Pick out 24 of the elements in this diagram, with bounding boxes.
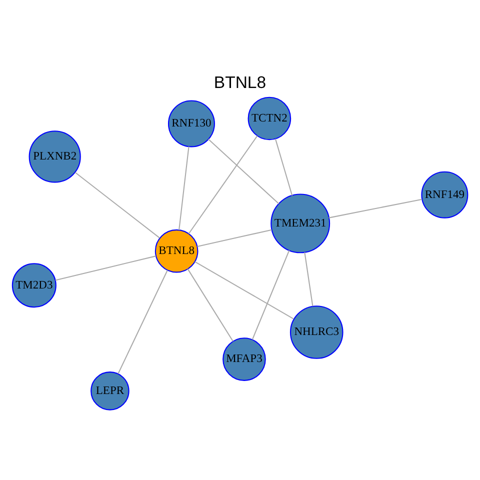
node-circle: TCTN2 bbox=[248, 96, 292, 140]
connector bbox=[208, 138, 280, 204]
connector bbox=[252, 250, 290, 340]
node-circle: NHLRC3 bbox=[290, 306, 344, 359]
node-circle: TMEM231 bbox=[270, 194, 330, 254]
node-circle: RNF130 bbox=[168, 100, 215, 148]
connector bbox=[74, 172, 160, 238]
connector bbox=[55, 256, 156, 281]
connector bbox=[197, 229, 272, 247]
connector bbox=[328, 198, 422, 218]
connector bbox=[178, 146, 190, 230]
node-circle: RNF149 bbox=[421, 171, 468, 218]
connector bbox=[118, 270, 168, 374]
node-circle: MFAP3 bbox=[222, 338, 266, 381]
node-circle: LEPR bbox=[90, 372, 130, 410]
connector bbox=[304, 252, 314, 306]
diagram-title: BTNL8 bbox=[214, 72, 266, 92]
connector bbox=[194, 261, 294, 320]
node-circle: PLXNB2 bbox=[28, 130, 81, 183]
node-circle: BTNL8 bbox=[154, 229, 198, 273]
node-circle: TM2D3 bbox=[12, 263, 56, 308]
connector bbox=[274, 138, 293, 196]
connector bbox=[188, 136, 258, 234]
connector bbox=[187, 268, 234, 342]
